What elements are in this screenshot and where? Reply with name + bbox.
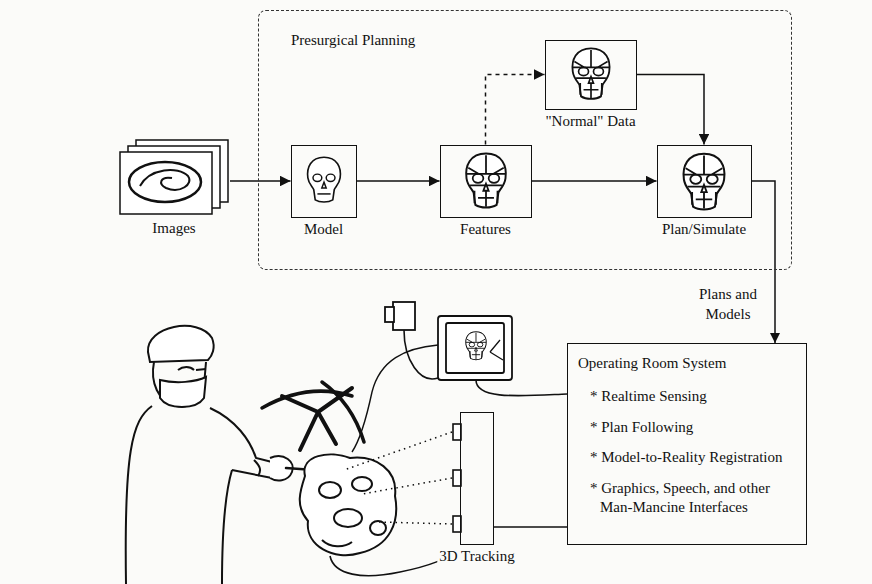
connector-arrow bbox=[494, 526, 567, 528]
skull-normal bbox=[572, 48, 609, 99]
edge-label: Plans and Models bbox=[688, 284, 768, 325]
monitor-case bbox=[438, 316, 512, 380]
monitor-screen bbox=[446, 323, 504, 373]
bullet-text: * Graphics, Speech, and other Man-Mancin… bbox=[578, 479, 796, 517]
surgeon-body bbox=[126, 406, 152, 584]
skull-monitor bbox=[466, 332, 486, 360]
patient-head bbox=[300, 454, 396, 555]
connector-arrow bbox=[357, 180, 440, 182]
surgeon-hand bbox=[254, 460, 260, 476]
head-outline bbox=[300, 454, 396, 555]
connector-arrow bbox=[230, 180, 291, 182]
head-feature bbox=[334, 509, 362, 527]
camera-body bbox=[393, 302, 415, 330]
head-feature bbox=[352, 477, 372, 491]
sight-lines bbox=[344, 432, 452, 524]
monitor-wire bbox=[352, 345, 438, 452]
brain-slice bbox=[140, 170, 189, 190]
system-box: Operating Room System * Realtime Sensing *… bbox=[567, 343, 807, 545]
image-stack-node: Images bbox=[118, 138, 230, 216]
process-box: Features bbox=[440, 145, 532, 218]
camera bbox=[385, 302, 415, 330]
image-stack bbox=[120, 140, 228, 214]
head-feature bbox=[370, 521, 386, 535]
camera-wire bbox=[404, 330, 438, 379]
planning-group: Presurgical PlanningModelFeatures"Normal… bbox=[258, 10, 792, 270]
data-box: "Normal" Data bbox=[545, 40, 637, 110]
probe-frame bbox=[262, 391, 352, 408]
surgeon bbox=[126, 326, 293, 584]
skull-features bbox=[466, 154, 506, 208]
skull-model bbox=[308, 157, 341, 202]
head-feature bbox=[319, 482, 341, 498]
sight-line bbox=[362, 478, 452, 494]
tracker-bar: 3D Tracking bbox=[460, 412, 494, 545]
below-text: Plan/Simulate bbox=[660, 220, 748, 239]
surgeon-cap bbox=[148, 326, 214, 362]
connector-arrow bbox=[532, 180, 657, 182]
surgeon-mask bbox=[160, 377, 206, 407]
camera-lens bbox=[385, 307, 394, 322]
monitor-axes bbox=[490, 340, 503, 360]
surgeon-glasses bbox=[178, 367, 206, 370]
process-box: Plan/Simulate bbox=[657, 145, 752, 218]
bullet-text: * Plan Following bbox=[578, 418, 796, 437]
connector-arrow bbox=[637, 75, 705, 145]
below-text: "Normal" Data bbox=[543, 112, 637, 131]
image-sheet bbox=[120, 152, 212, 214]
bullet-text: * Model-to-Reality Registration bbox=[578, 448, 796, 467]
sight-line bbox=[344, 432, 452, 470]
head-text: Operating Room System bbox=[578, 354, 796, 373]
probe-frame bbox=[322, 382, 364, 442]
surgeon-arm bbox=[222, 470, 272, 584]
head-feature bbox=[322, 540, 352, 546]
surgeon-face bbox=[153, 362, 206, 406]
brain-slice bbox=[129, 162, 201, 202]
below-text: Features bbox=[458, 220, 513, 239]
sight-line bbox=[378, 522, 452, 524]
process-box: Model bbox=[291, 145, 357, 218]
monitor bbox=[438, 316, 512, 380]
below-text: Model bbox=[302, 220, 345, 239]
monitor-wire bbox=[476, 380, 567, 396]
bullet-text: * Realtime Sensing bbox=[578, 387, 796, 406]
title-text: Presurgical Planning bbox=[291, 31, 415, 50]
dashed-arrow bbox=[486, 75, 545, 145]
skull-plan bbox=[684, 154, 725, 210]
surgeon-arm bbox=[210, 408, 272, 462]
below-text: 3D Tracking bbox=[437, 547, 516, 566]
below-text: Images bbox=[150, 219, 197, 238]
